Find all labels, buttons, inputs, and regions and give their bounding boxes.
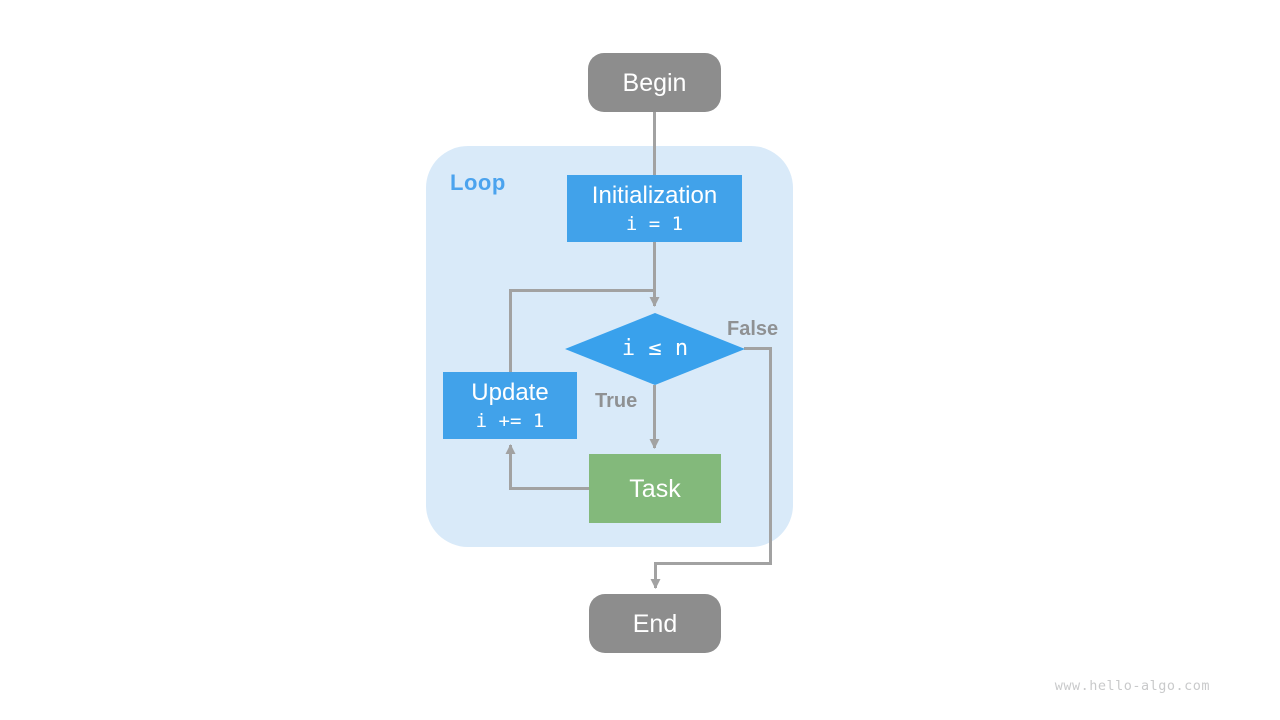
node-initialization-code: i = 1 xyxy=(625,212,684,235)
watermark-text: www.hello-algo.com xyxy=(1054,678,1210,694)
node-begin-label: Begin xyxy=(622,68,687,97)
node-update-label: Update xyxy=(471,378,549,406)
node-condition-label: i ≤ n xyxy=(621,335,689,361)
loop-container-label: Loop xyxy=(450,170,506,195)
node-update-code: i += 1 xyxy=(475,409,545,432)
node-initialization-label: Initialization xyxy=(591,181,718,209)
node-update: Update i += 1 xyxy=(443,372,577,439)
node-begin: Begin xyxy=(588,53,721,112)
node-task-label: Task xyxy=(629,474,681,503)
edge-label-true: True xyxy=(595,390,638,412)
node-initialization: Initialization i = 1 xyxy=(567,175,742,242)
node-end-label: End xyxy=(632,609,678,638)
node-end: End xyxy=(589,594,721,653)
edge-label-false: False xyxy=(727,318,779,340)
node-task: Task xyxy=(589,454,721,523)
